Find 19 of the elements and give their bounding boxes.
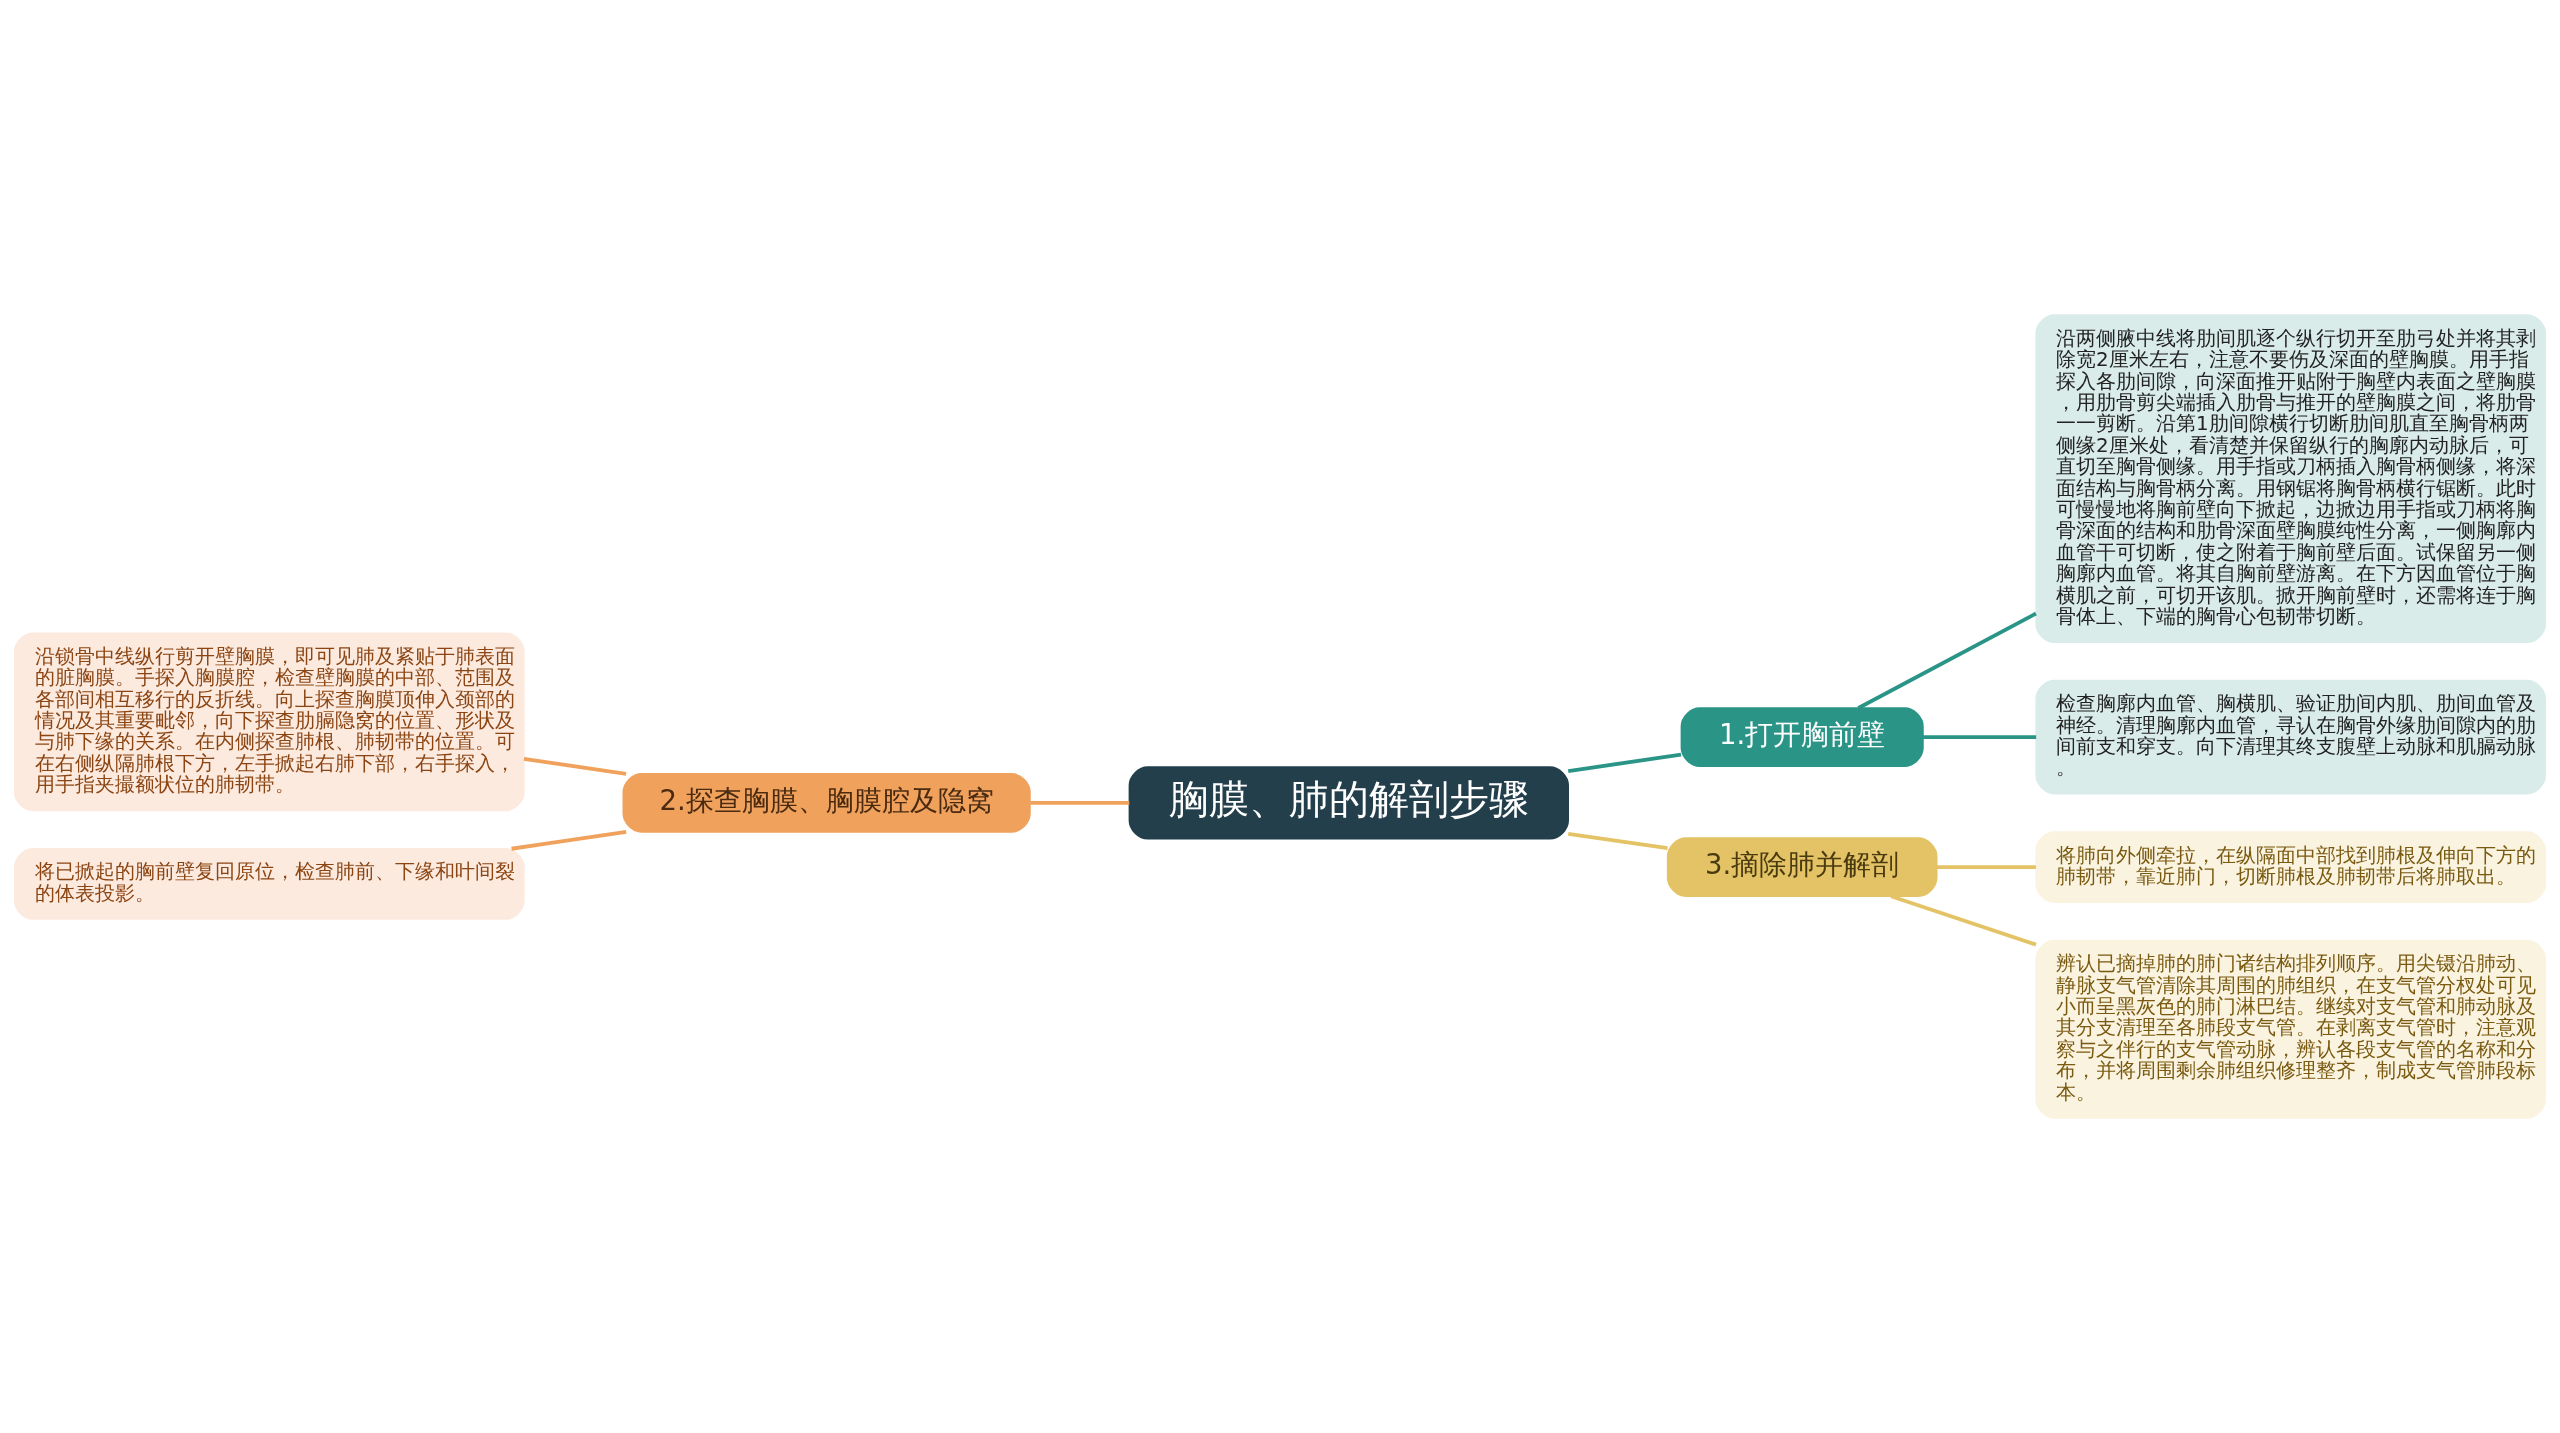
connector (1923, 735, 2037, 740)
connector (1937, 865, 2036, 869)
node-box: 沿锁骨中线纵行剪开壁胸膜，即可见肺及紧贴于肺表面的脏胸膜。手探入胸膜腔，检查壁胸膜的中部、范围及各部间相互移行的反折线。向上探查胸膜顶伸入颈部的情况及其重要毗邻，向下探查肋膈隐窝的位置、形状及与肺下缘的关系。在内侧探查肺根、肺韧带的位置。可在右侧纵隔肺根下方，左手掀起右肺下部，右手探入，用手指夹撮额状位的肺韧带。 (13, 632, 525, 812)
node-box: 检查胸廓内血管、胸横肌、验证肋间内肌、肋间血管及神经。清理胸廓内血管，寻认在胸骨外缘肋间隙内的肋间前支和穿支。向下清理其终支腹壁上动脉和肌膈动脉。 (2035, 679, 2547, 795)
node-box: 将已掀起的胸前壁复回原位，检查肺前、下缘和叶间裂的体表投影。 (13, 848, 525, 920)
connector (1567, 752, 1682, 773)
connector (1857, 611, 2037, 710)
node-box: 3.摘除肺并解剖 (1666, 837, 1938, 897)
node-box: 2.探查胸膜、胸膜腔及隐窝 (622, 773, 1031, 833)
node-box: 胸膜、肺的解剖步骤 (1128, 766, 1569, 840)
connector (1890, 894, 2037, 947)
node-box: 1.打开胸前壁 (1680, 707, 1924, 767)
connector (523, 757, 627, 776)
connector (1030, 801, 1130, 805)
node-box: 将肺向外侧牵拉，在纵隔面中部找到肺根及伸向下方的肺韧带，靠近肺门，切断肺根及肺韧带后将肺取出。 (2035, 831, 2547, 904)
connector (511, 830, 627, 851)
node-box: 辨认已摘掉肺的肺门诸结构排列顺序。用尖镊沿肺动、静脉支气管清除其周围的肺组织，在支气管分杈处可见小而呈黑灰色的肺门淋巴结。继续对支气管和肺动脉及其分支清理至各肺段支气管。在剥离支气管时，注意观察与之伴行的支气管动脉，辨认各段支气管的名称和分布，并将周围剩余肺组织修理整齐，制成支气管肺段标本。 (2035, 939, 2547, 1119)
connector (1567, 832, 1668, 850)
node-box: 沿两侧腋中线将肋间肌逐个纵行切开至肋弓处并将其剥除宽2厘米左右，注意不要伤及深面的壁胸膜。用手指探入各肋间隙，向深面推开贴附于胸壁内表面之壁胸膜，用肋骨剪尖端插入肋骨与推开的壁胸膜之间，将肋骨一一剪断。沿第1肋间隙横行切断肋间肌直至胸骨柄两侧缘2厘米处，看清楚并保留纵行的胸廓内动脉后，可直切至胸骨侧缘。用手指或刀柄插入胸骨柄侧缘，将深面结构与胸骨柄分离。用钢锯将胸骨柄横行锯断。此时可慢慢地将胸前壁向下掀起，边掀边用手指或刀柄将胸骨深面的结构和肋骨深面壁胸膜纯性分离，一侧胸廓内血管干可切断，使之附着于胸前壁后面。试保留另一侧胸廓内血管。将其自胸前壁游离。在下方因血管位于胸横肌之前，可切开该肌。掀开胸前壁时，还需将连于胸骨体上、下端的胸骨心包韧带切断。 (2035, 314, 2547, 644)
